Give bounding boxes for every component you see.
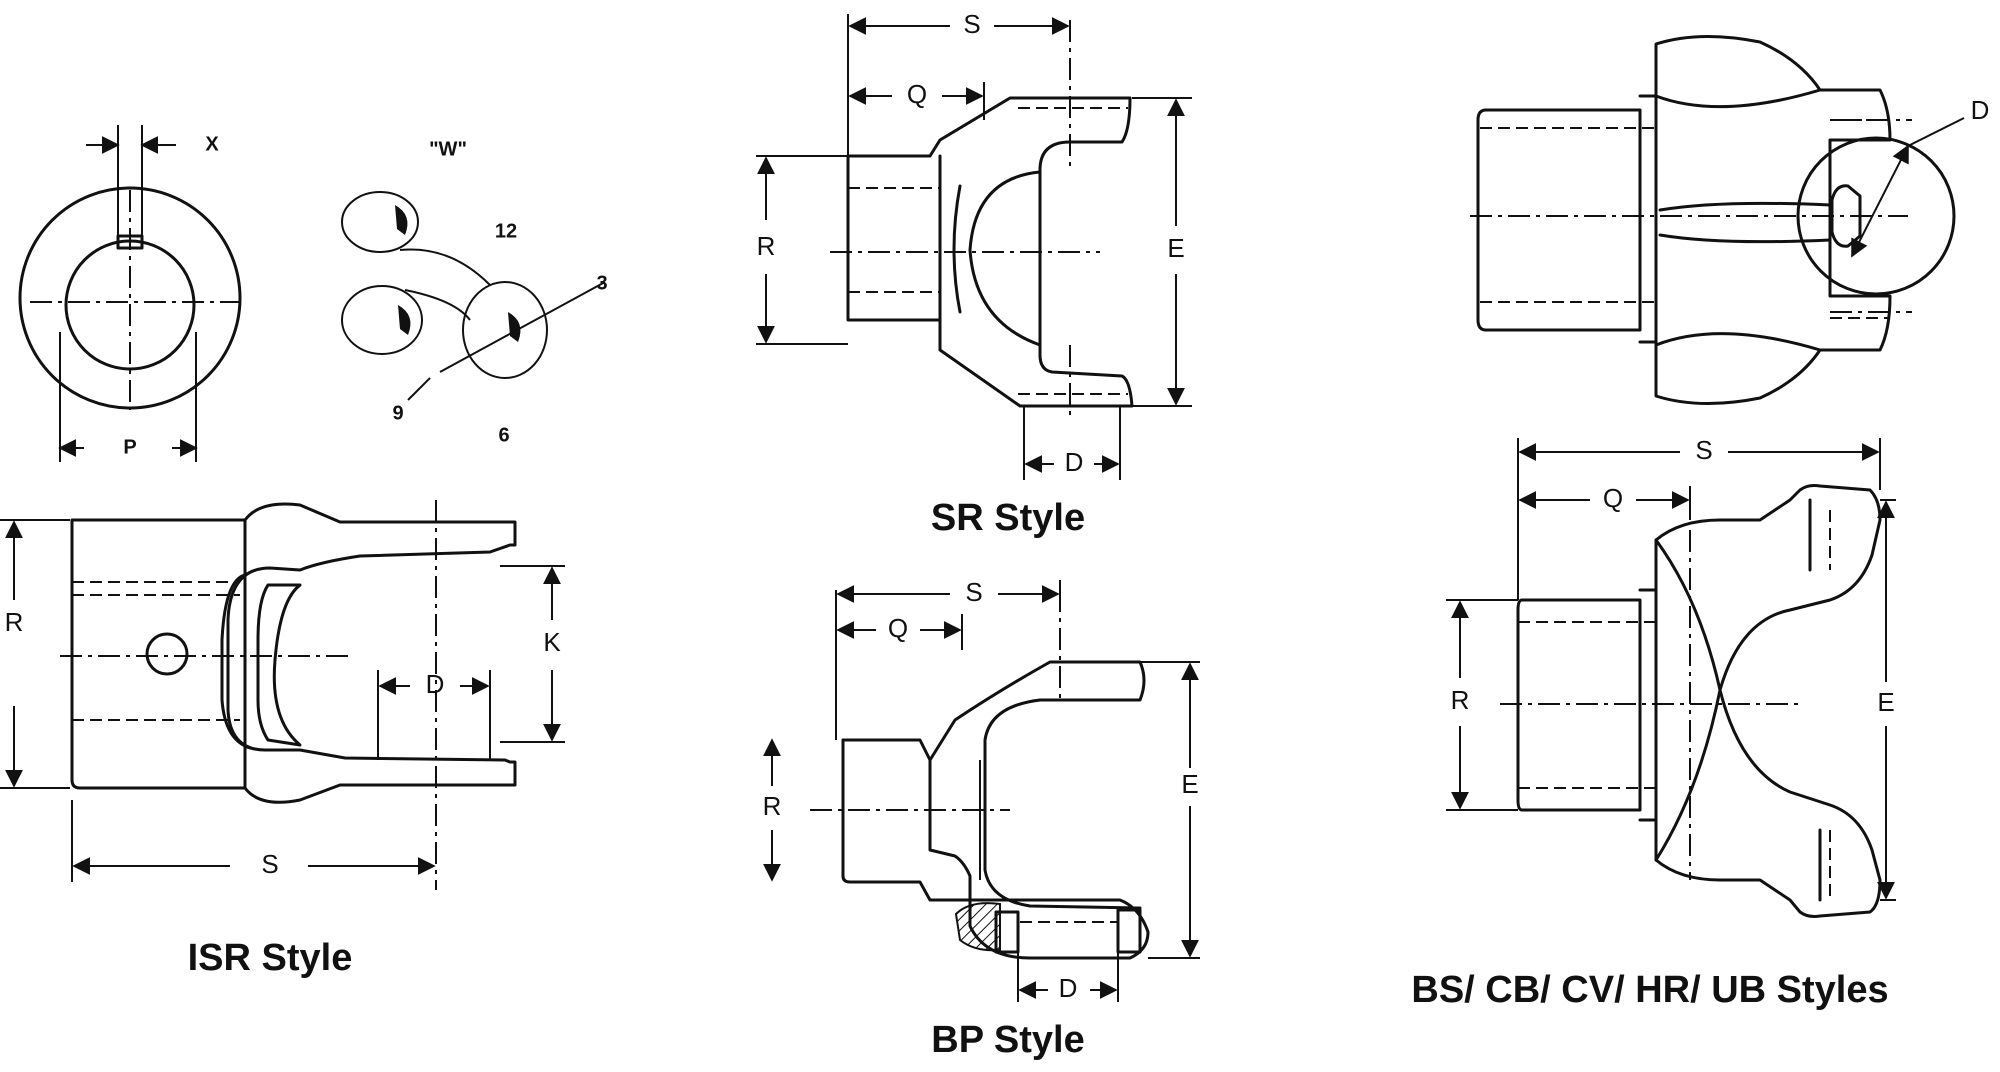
sr-q-label: Q — [907, 79, 927, 109]
bs-q-label: Q — [1603, 483, 1623, 513]
bp-e-label: E — [1181, 769, 1198, 799]
isr-clock-6-label: 6 — [498, 424, 509, 446]
sr-style-caption: SR Style — [931, 497, 1085, 539]
isr-clock-3-label: 3 — [596, 272, 607, 294]
bp-r-label: R — [763, 791, 782, 821]
sr-d-label: D — [1065, 447, 1084, 477]
isr-end-view: P X — [18, 125, 242, 462]
isr-w-orientation-sketch: "W" 12 3 9 6 — [341, 138, 608, 446]
isr-p-label: P — [123, 436, 136, 458]
sr-s-label: S — [963, 9, 980, 39]
isr-style-caption: ISR Style — [188, 937, 353, 979]
isr-d-label: D — [426, 669, 445, 699]
sr-style-group: S Q R E D SR Style — [756, 9, 1192, 539]
bs-style-group: D S Q — [1411, 34, 1990, 1011]
bp-style-caption: BP Style — [931, 1019, 1084, 1061]
isr-side-view: R K D S — [0, 500, 565, 890]
bs-r-label: R — [1451, 685, 1470, 715]
sr-e-label: E — [1167, 233, 1184, 263]
isr-clock-9-label: 9 — [392, 402, 403, 424]
isr-k-label: K — [543, 627, 561, 657]
bp-q-label: Q — [888, 613, 908, 643]
isr-x-label: X — [205, 133, 219, 155]
isr-r-label: R — [5, 607, 24, 637]
isr-style-group: P X "W" 12 3 9 6 — [0, 125, 608, 979]
bs-styles-caption: BS/ CB/ CV/ HR/ UB Styles — [1411, 969, 1888, 1011]
bp-style-group: S Q R E D BP Style — [763, 577, 1200, 1061]
bp-d-label: D — [1059, 973, 1078, 1003]
bs-top-d-label: D — [1971, 95, 1990, 125]
bs-s-label: S — [1695, 435, 1712, 465]
bp-s-label: S — [965, 577, 982, 607]
bs-top-view: D — [1470, 34, 1990, 406]
bs-e-label: E — [1877, 687, 1894, 717]
isr-s-label: S — [261, 849, 278, 879]
isr-clock-12-label: 12 — [495, 220, 517, 242]
bs-side-view: S Q R E — [1446, 435, 1896, 918]
isr-w-label: "W" — [429, 138, 467, 160]
sr-r-label: R — [757, 231, 776, 261]
